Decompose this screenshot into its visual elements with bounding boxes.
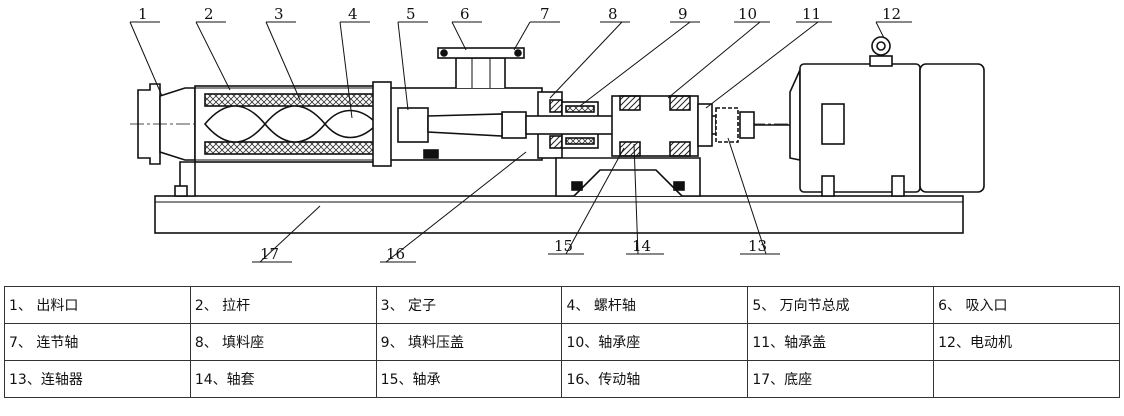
- callout-2: 2: [204, 5, 214, 23]
- motor: [789, 69, 801, 161]
- callout-12: 12: [882, 5, 901, 23]
- legend-cell: 10、轴承座: [561, 323, 749, 361]
- legend-cell: 9、 填料压盖: [375, 323, 563, 361]
- legend-cell: 7、 连节轴: [4, 323, 191, 361]
- legend-cell: 6、 吸入口: [933, 286, 1120, 324]
- callout-labels: 1 2 3 4 5 6 7 8 9 10 11 12 13 14 15 16 1…: [138, 5, 901, 263]
- callout-8: 8: [608, 5, 618, 23]
- bearing-cover: [697, 103, 713, 147]
- callout-14: 14: [632, 237, 651, 255]
- callout-6: 6: [460, 5, 470, 23]
- legend-cell: 1、 出料口: [4, 286, 191, 324]
- legend-cell: 13、连轴器: [4, 360, 191, 398]
- legend-cell: 16、传动轴: [561, 360, 749, 398]
- legend-cell: 2、 拉杆: [189, 286, 377, 324]
- callout-3: 3: [274, 5, 284, 23]
- callout-17: 17: [260, 245, 279, 263]
- legend-cell: [933, 360, 1120, 398]
- pump-assembly-diagram: 1 2 3 4 5 6 7 8 9 10 11 12 13 14 15 16 1…: [129, 5, 985, 263]
- callout-15: 15: [554, 237, 573, 255]
- callout-5: 5: [406, 5, 416, 23]
- legend-cell: 12、电动机: [933, 323, 1120, 361]
- callout-9: 9: [678, 5, 688, 23]
- legend-cell: 4、 螺杆轴: [561, 286, 749, 324]
- callout-16: 16: [386, 245, 405, 263]
- callout-10: 10: [738, 5, 757, 23]
- callout-7: 7: [540, 5, 550, 23]
- connecting-shaft: [427, 113, 503, 137]
- coupling: [715, 107, 739, 143]
- legend-cell: 3、 定子: [375, 286, 563, 324]
- legend-cell: 5、 万向节总成: [747, 286, 935, 324]
- legend-cell: 17、底座: [747, 360, 935, 398]
- legend-cell: 15、轴承: [375, 360, 563, 398]
- legend-cell: 8、 填料座: [189, 323, 377, 361]
- callout-4: 4: [348, 5, 358, 23]
- legend-cell: 14、轴套: [189, 360, 377, 398]
- suction-inlet: [455, 57, 506, 88]
- callout-11: 11: [802, 5, 821, 23]
- universal-joint: [397, 107, 429, 143]
- legend-cell: 11、轴承盖: [747, 323, 935, 361]
- callout-13: 13: [748, 237, 767, 255]
- callout-1: 1: [138, 5, 148, 23]
